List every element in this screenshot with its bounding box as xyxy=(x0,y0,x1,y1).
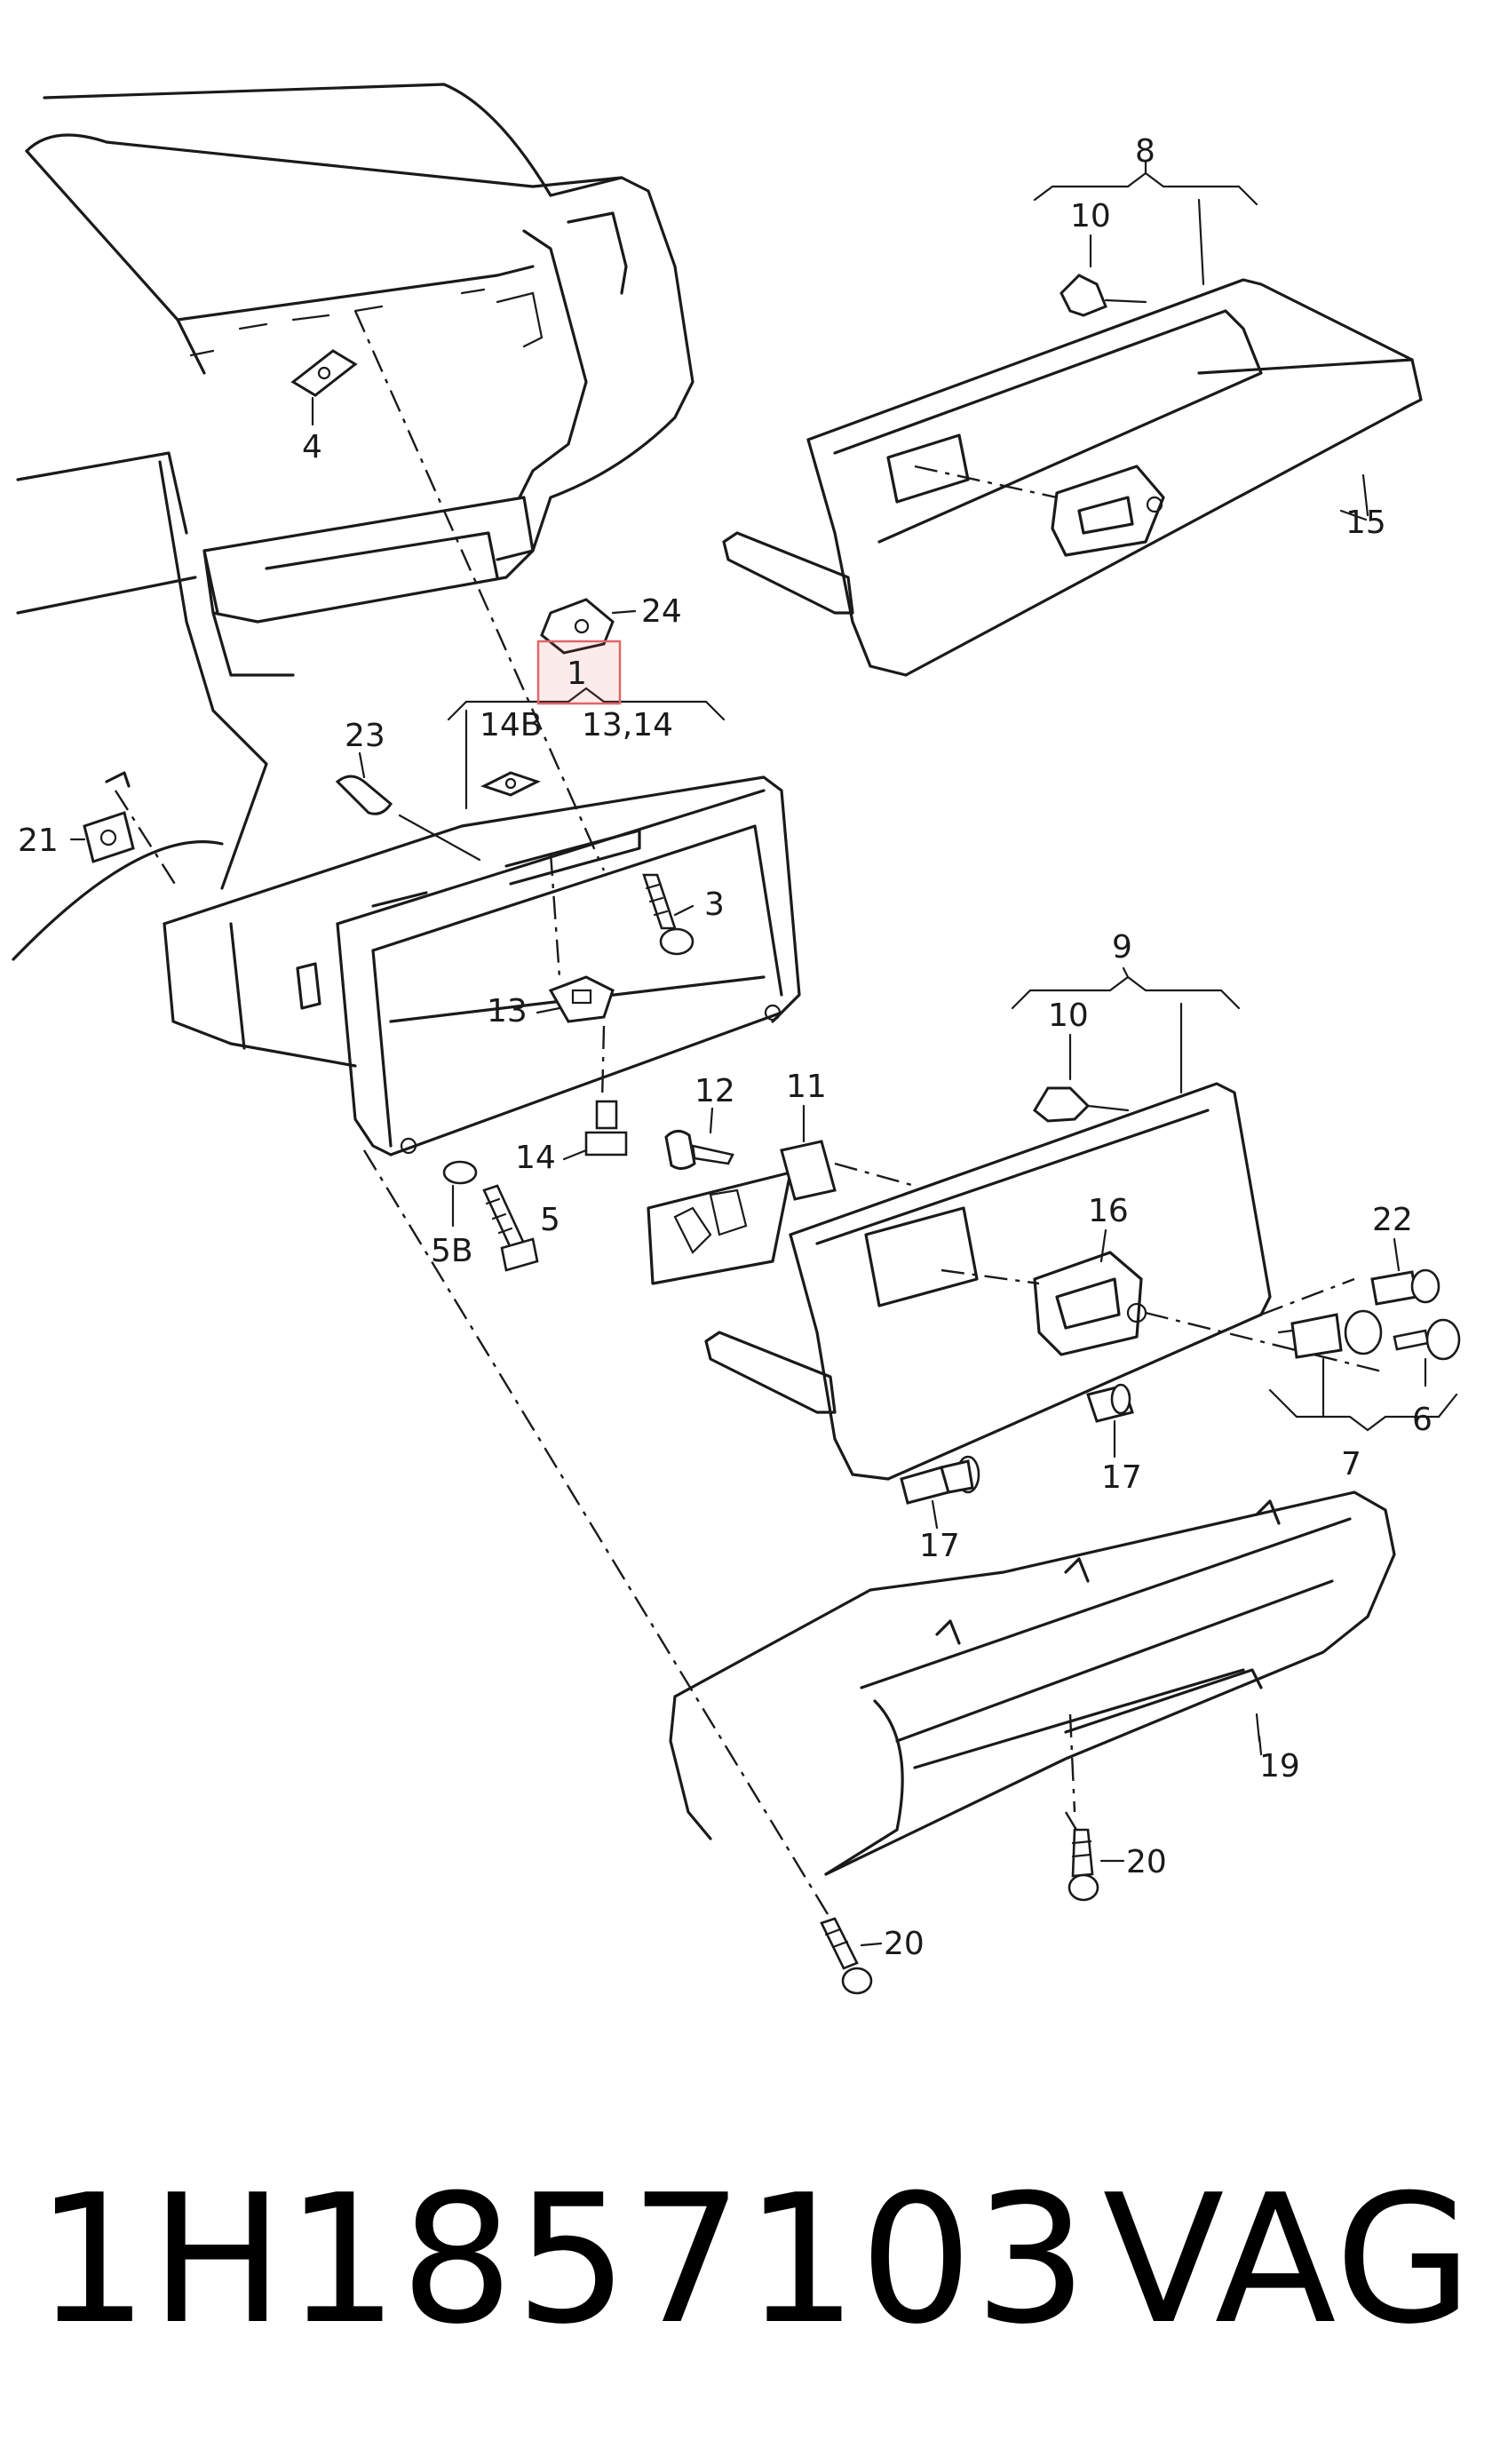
callout-21: 21 xyxy=(18,823,59,859)
part-13-clip xyxy=(548,975,615,1023)
part-14b-clip xyxy=(480,771,541,797)
brand-name: VAG xyxy=(1102,2157,1474,2364)
part-14-bolt xyxy=(584,1100,628,1156)
callout-labels: 1 3 4 5 5B 6 7 8 9 10 10 11 12 13 13,14 … xyxy=(18,133,1433,1962)
callout-11: 11 xyxy=(786,1069,827,1105)
part-3-screw xyxy=(642,873,694,956)
callout-13-14: 13,14 xyxy=(582,707,673,743)
callout-3: 3 xyxy=(704,886,725,923)
part-17-pin-b xyxy=(900,1455,980,1505)
part-11-latch xyxy=(647,1140,916,1285)
callout-14: 14 xyxy=(515,1140,556,1176)
callout-14b: 14B xyxy=(480,707,543,743)
callout-8: 8 xyxy=(1135,133,1155,170)
callout-9: 9 xyxy=(1112,929,1132,966)
callout-24: 24 xyxy=(641,593,682,630)
upper-lid-assembly xyxy=(722,171,1423,677)
assembly-lines xyxy=(114,310,1078,1920)
part-6-key xyxy=(1393,1318,1461,1387)
callout-1: 1 xyxy=(567,656,587,692)
callout-15: 15 xyxy=(1345,505,1386,541)
callout-7: 7 xyxy=(1341,1446,1361,1482)
part-21-bracket xyxy=(69,771,135,863)
group-1-bracket xyxy=(447,687,726,721)
callout-13: 13 xyxy=(487,993,528,1029)
part-19-lower-trim xyxy=(669,1490,1396,1876)
callout-17-right: 17 xyxy=(1101,1459,1142,1496)
callout-20-left: 20 xyxy=(884,1926,925,1962)
callout-23: 23 xyxy=(345,718,385,754)
part-5-screw xyxy=(482,1184,539,1272)
part-20-screw-a xyxy=(1067,1828,1099,1902)
part-7-lock-cylinder xyxy=(1268,1309,1458,1432)
highlight-box xyxy=(536,640,622,705)
part-23-pin xyxy=(335,775,481,862)
callout-16: 16 xyxy=(1088,1193,1129,1229)
part-22-pin xyxy=(1370,1268,1440,1306)
part-4-bracket xyxy=(290,349,358,426)
part-5b-washer xyxy=(442,1160,478,1228)
dashboard-outline xyxy=(12,83,694,961)
part-12-pin xyxy=(664,1130,734,1170)
callout-22: 22 xyxy=(1372,1202,1413,1238)
callout-12: 12 xyxy=(694,1073,735,1109)
callout-20-right: 20 xyxy=(1126,1844,1167,1880)
callout-17-left: 17 xyxy=(919,1528,960,1564)
callout-19: 19 xyxy=(1259,1748,1300,1784)
callout-6: 6 xyxy=(1412,1402,1433,1438)
callout-10-upper: 10 xyxy=(1070,198,1111,234)
part-20-screw-b xyxy=(820,1917,873,1995)
callout-4: 4 xyxy=(302,429,322,465)
callout-5b: 5B xyxy=(431,1233,473,1269)
exploded-parts-diagram: 1 3 4 5 5B 6 7 8 9 10 10 11 12 13 13,14 … xyxy=(12,83,1461,1995)
part-number: 1H1857103 xyxy=(36,2157,1090,2364)
callout-leaders xyxy=(358,160,1401,1947)
callout-10-lower: 10 xyxy=(1048,998,1089,1034)
callout-5: 5 xyxy=(540,1202,560,1238)
part-24-bracket xyxy=(540,598,637,655)
part-17-pin-a xyxy=(1086,1383,1134,1423)
part-caption: 1H1857103 VAG xyxy=(36,2127,1474,2394)
